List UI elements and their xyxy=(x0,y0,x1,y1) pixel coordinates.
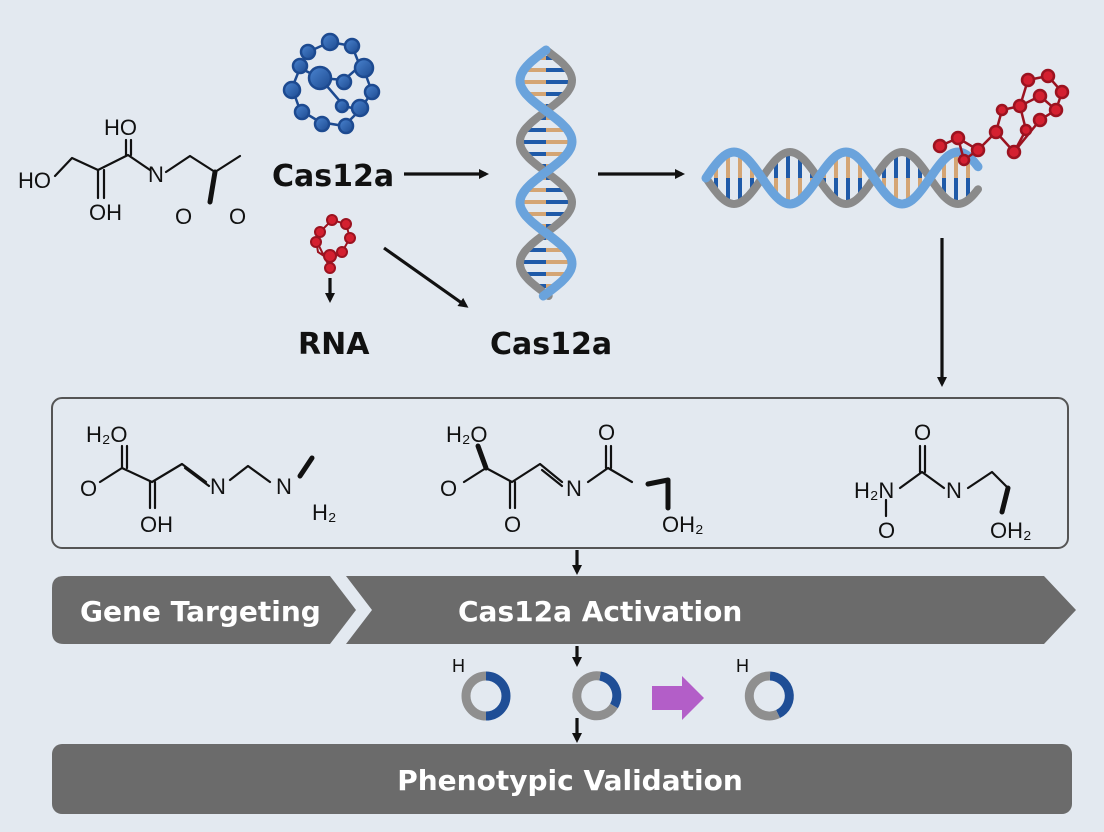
molecule-panel xyxy=(51,397,1069,549)
dna-strand-b xyxy=(701,147,983,209)
panel-mol3-n: N xyxy=(946,478,962,503)
complex-label: Cas12a xyxy=(490,327,612,362)
cas12a-protein-icon xyxy=(282,32,381,135)
mol-o-a-label: O xyxy=(175,204,192,229)
mol-n-label: N xyxy=(148,162,164,187)
bound-rna-structure xyxy=(932,68,1070,167)
ring-3-h-label: H xyxy=(736,656,749,676)
panel-mol1-n1: N xyxy=(210,474,226,499)
vertical-dna-helix xyxy=(515,45,577,301)
panel-mol1-o: O xyxy=(80,476,97,501)
ring-row: H H xyxy=(452,656,794,721)
mol-o-b-label: O xyxy=(229,204,246,229)
rna-label: RNA xyxy=(298,327,370,362)
top-left-molecule: HO HO OH N O O xyxy=(18,115,246,229)
protein-label: Cas12a xyxy=(272,159,394,194)
panel-molecule-3: H₂N O O N OH₂ xyxy=(854,420,1032,543)
panel-molecule-1: H₂O O OH N N H₂ xyxy=(80,422,336,537)
ring-3-icon xyxy=(744,671,794,721)
mol-top-ho-label: HO xyxy=(104,115,137,140)
magenta-arrow-icon xyxy=(652,676,704,720)
rna-to-complex-arrow xyxy=(383,246,469,308)
mol-left-ho-label: HO xyxy=(18,168,51,193)
ring-1-icon xyxy=(461,671,511,721)
phenotypic-validation-band xyxy=(52,744,1072,814)
panel-mol1-h2o: H₂O xyxy=(86,422,128,447)
panel-mol2-o-left: O xyxy=(440,476,457,501)
panel-mol3-o-top: O xyxy=(914,420,931,445)
panel-mol3-o-bottom: O xyxy=(878,518,895,543)
panel-mol2-o-bottom: O xyxy=(504,512,521,537)
panel-mol3-oh2: OH₂ xyxy=(990,518,1032,543)
dna-strand-b xyxy=(515,45,577,301)
ring-2-icon xyxy=(572,671,622,721)
ring-1-h-label: H xyxy=(452,656,465,676)
panel-mol1-h2: H₂ xyxy=(312,500,336,525)
panel-mol1-n2: N xyxy=(276,474,292,499)
panel-mol3-h2n: H₂N xyxy=(854,478,894,503)
mol-bottom-oh-label: OH xyxy=(89,200,122,225)
step-cas12a-activation-chevron xyxy=(346,576,1076,644)
panel-mol2-n: N xyxy=(566,476,582,501)
panel-mol2-oh2: OH₂ xyxy=(662,512,704,537)
step-gene-targeting-chevron xyxy=(52,576,356,644)
panel-mol2-o-top: O xyxy=(598,420,615,445)
horizontal-dna-helix xyxy=(701,147,983,209)
panel-mol1-oh: OH xyxy=(140,512,173,537)
rna-icon xyxy=(310,214,356,274)
panel-mol2-h2o: H₂O xyxy=(446,422,488,447)
panel-molecule-2: H₂O O O N O OH₂ xyxy=(440,420,704,537)
step-cas12a-activation-label: Cas12a Activation xyxy=(458,595,742,628)
phenotypic-validation-label: Phenotypic Validation xyxy=(397,764,743,797)
step-gene-targeting-label: Gene Targeting xyxy=(80,595,321,628)
